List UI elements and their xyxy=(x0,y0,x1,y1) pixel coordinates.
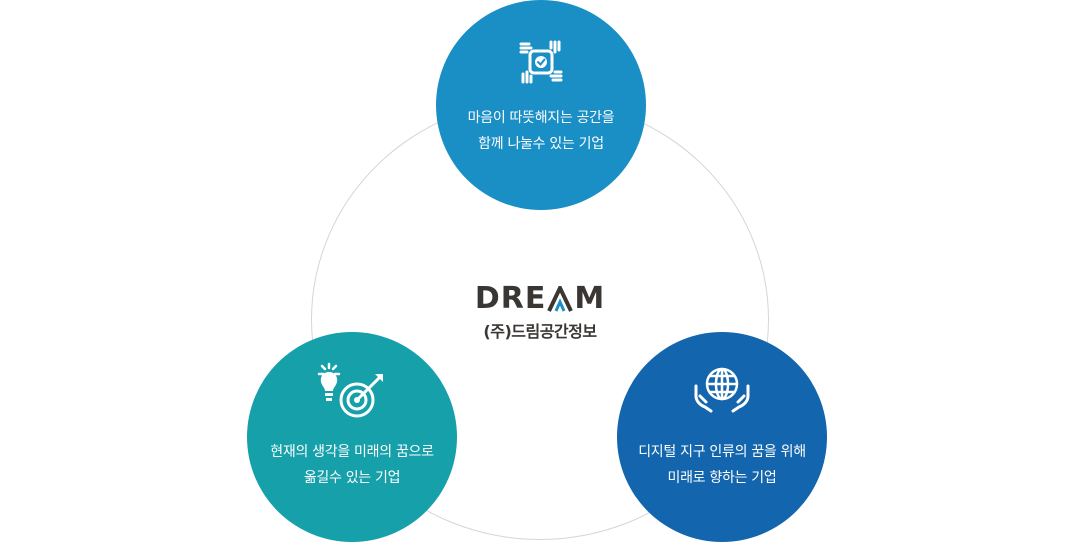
logo-a-mark-icon xyxy=(547,286,574,312)
globe-hands-icon xyxy=(694,367,750,413)
company-name: (주)드림공간정보 xyxy=(483,322,597,341)
logo-text-prefix: DRE xyxy=(474,281,547,316)
value-bubble-earth: 디지털 지구 인류의 꿈을 위해 미래로 향하는 기업 xyxy=(617,332,827,542)
dream-logo: DRE M xyxy=(440,282,640,316)
bulb-target-icon xyxy=(317,362,383,418)
bubble-text-line1: 마음이 따뜻해지는 공간을 xyxy=(467,110,615,126)
bubble-text-line1: 현재의 생각을 미래의 꿈으로 xyxy=(270,444,434,460)
value-bubble-dream: 현재의 생각을 미래의 꿈으로 옮길수 있는 기업 xyxy=(247,332,457,542)
hands-check-icon xyxy=(519,40,563,84)
bubble-text-line1: 디지털 지구 인류의 꿈을 위해 xyxy=(638,444,806,460)
bubble-text-line2: 미래로 향하는 기업 xyxy=(667,470,777,486)
bubble-text-line2: 옮길수 있는 기업 xyxy=(303,470,401,486)
bubble-text-line2: 함께 나눌수 있는 기업 xyxy=(478,136,604,152)
value-bubble-sharing: 마음이 따뜻해지는 공간을 함께 나눌수 있는 기업 xyxy=(436,0,646,210)
logo-text-suffix: M xyxy=(574,281,606,316)
center-logo-block: DRE M (주)드림공간정보 xyxy=(440,282,640,342)
